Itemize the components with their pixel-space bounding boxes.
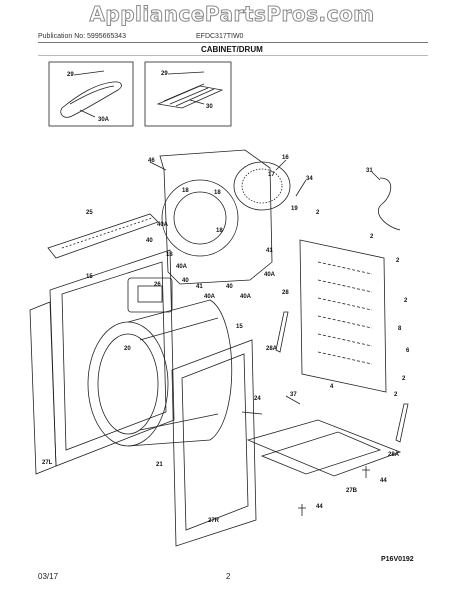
callout-40-2: 40 (182, 278, 189, 284)
leader-16 (275, 159, 287, 171)
callout-27b: 27B (346, 488, 358, 494)
callout-2-b: 2 (370, 234, 374, 240)
callout-15-b: 15 (236, 324, 243, 330)
leader-29-left (73, 70, 105, 76)
callout-34: 34 (306, 176, 313, 182)
callout-21: 21 (156, 462, 163, 468)
rear-bulkhead (159, 149, 273, 285)
callout-18-a: 18 (182, 188, 189, 194)
callout-41-a: 41 (196, 284, 203, 290)
leveling-leg-2 (298, 504, 306, 516)
leader-24 (241, 411, 263, 415)
callout-19: 19 (291, 206, 298, 212)
callout-25: 25 (86, 210, 93, 216)
callout-29-left: 29 (67, 72, 74, 78)
inset-box-right (144, 61, 232, 127)
callout-2-d: 2 (404, 298, 408, 304)
callout-37: 37 (290, 392, 297, 398)
vent-duct-detail-left (69, 85, 115, 105)
callout-40a-2: 40A (176, 264, 188, 270)
section-title: CABINET/DRUM (201, 45, 263, 54)
callout-18-d: 18 (166, 252, 173, 258)
callout-30: 30 (206, 104, 213, 110)
heater-screen (241, 168, 283, 204)
callout-20: 20 (124, 346, 131, 352)
leader-31 (371, 171, 381, 181)
callout-4: 4 (330, 384, 334, 390)
leader-37 (285, 395, 301, 405)
vent-duct-part-left (60, 81, 122, 118)
side-panel-right-inner (181, 353, 249, 531)
base-frame (246, 419, 402, 477)
rear-panel-louvers (317, 261, 373, 365)
callout-18-c: 18 (216, 228, 223, 234)
model-number: EFDC317TIW0 (196, 33, 244, 40)
callout-46: 46 (148, 158, 155, 164)
diagram-code: P16V0192 (381, 556, 414, 563)
callout-40a-5: 40A (264, 272, 276, 278)
callout-30a: 30A (98, 117, 110, 123)
footer-date: 03/17 (38, 572, 59, 581)
watermark: AppliancePartsPros.com (89, 2, 375, 27)
callout-16: 16 (282, 155, 289, 161)
callout-24: 24 (254, 396, 261, 402)
callout-40a-4: 40A (240, 294, 252, 300)
callout-41-b: 41 (266, 248, 273, 254)
power-cord (377, 177, 401, 231)
control-board-chip (137, 285, 163, 303)
callout-2-f: 2 (394, 392, 398, 398)
rear-panel (299, 239, 387, 393)
bulkhead-ring (161, 179, 239, 257)
drum-seams (139, 317, 219, 431)
callout-2-c: 2 (396, 258, 400, 264)
callout-26: 26 (154, 282, 161, 288)
rail-28a-right (395, 403, 409, 443)
callout-6: 6 (406, 348, 410, 354)
bulkhead-inner (173, 191, 227, 245)
callout-27r: 27R (208, 518, 220, 524)
drum-front-inner (97, 333, 159, 435)
top-rail (47, 213, 159, 259)
front-panel-inner (61, 261, 167, 451)
callout-2-e: 2 (402, 376, 406, 382)
callout-28a-2: 28A (388, 452, 400, 458)
callout-2-a: 2 (316, 210, 320, 216)
leveling-leg-1 (362, 466, 370, 478)
callout-31: 31 (366, 168, 373, 174)
drum-body (127, 299, 233, 447)
leader-29-right (167, 71, 205, 75)
footer-page-number: 2 (226, 572, 231, 581)
header-rule (38, 42, 428, 43)
callout-18-b: 18 (214, 190, 221, 196)
callout-15-a: 15 (86, 274, 93, 280)
callout-17: 17 (268, 172, 275, 178)
callout-40-1: 40 (146, 238, 153, 244)
callout-40-3: 40 (226, 284, 233, 290)
callout-44-a: 44 (380, 478, 387, 484)
side-panel-left (29, 301, 57, 475)
top-rail-holes (61, 217, 153, 249)
callout-8: 8 (398, 326, 402, 332)
callout-29-right: 29 (161, 71, 168, 77)
control-board (127, 277, 173, 313)
heater-housing (233, 161, 291, 211)
callout-28: 28 (282, 290, 289, 296)
callout-27l: 27L (42, 460, 53, 466)
callout-40a-1: 40A (157, 222, 169, 228)
title-rule (38, 55, 428, 56)
rail-28a-left (275, 311, 289, 353)
callout-28a-1: 28A (266, 346, 278, 352)
inset-box-left (48, 61, 134, 127)
leader-30 (189, 99, 205, 105)
leader-30a (79, 109, 96, 118)
publication-number: Publication No: 5995665343 (38, 33, 126, 40)
base-frame-inner (260, 431, 382, 475)
callout-40a-3: 40A (204, 294, 216, 300)
leader-46 (149, 161, 167, 171)
leader-34 (295, 179, 307, 197)
callout-44-b: 44 (316, 504, 323, 510)
vent-duct-ribs-right (163, 83, 215, 107)
side-panel-right (171, 339, 257, 547)
